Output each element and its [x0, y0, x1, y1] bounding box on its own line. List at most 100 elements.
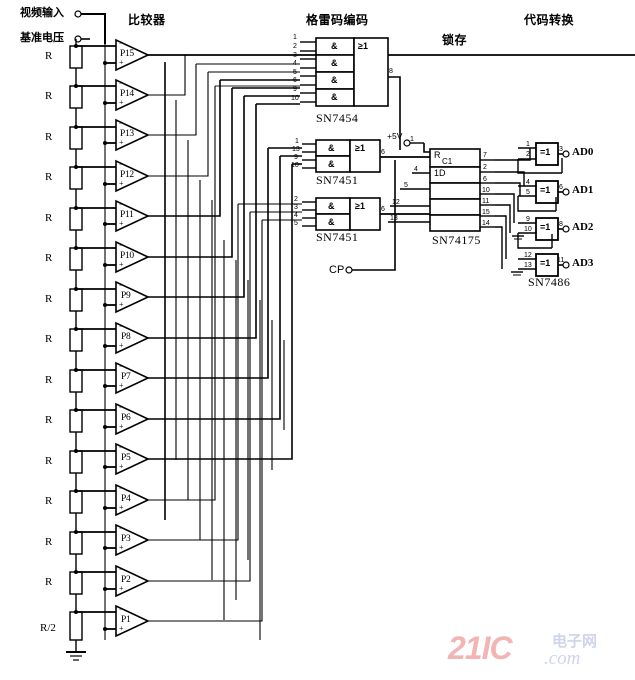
pin-label-74175-5: 5: [404, 182, 408, 189]
xor-symbol-4: =1: [540, 258, 551, 268]
polarity-plus-P14: +: [119, 98, 124, 107]
and-symbol-7451b-1: &: [328, 201, 335, 211]
polarity-plus-P15: +: [119, 58, 124, 67]
polarity-minus-P8: −: [119, 322, 124, 331]
resistor-label-5: R: [45, 212, 53, 224]
input-label-reference-voltage: 基准电压: [20, 32, 64, 44]
input-label-clock: CP: [329, 264, 345, 276]
pin-label-74175-out-2: 7: [483, 152, 487, 159]
comparator-P13: [76, 64, 197, 152]
pin-label-7454-6: 6: [293, 77, 297, 84]
interconnect-bus: [164, 54, 302, 640]
polarity-minus-P15: −: [119, 39, 124, 48]
pin-label-7486-13: 13: [524, 262, 532, 269]
polarity-plus-P11: +: [119, 219, 124, 228]
comparator-P4: [76, 86, 216, 517]
resistor-label-12: R: [45, 495, 53, 507]
comparator-P8: [76, 104, 257, 355]
resistor-label-11: R: [45, 455, 53, 467]
resistor-label-7: R: [45, 293, 53, 305]
chip-name-sn74175: SN74175: [432, 233, 481, 247]
polarity-minus-P9: −: [119, 281, 124, 290]
chip-sn7451-a: [302, 139, 430, 173]
pin-label-7486-5: 5: [526, 189, 530, 196]
polarity-minus-P5: −: [119, 443, 124, 452]
xor-symbol-2: =1: [540, 185, 551, 195]
pin-label-7486-11: 11: [557, 257, 565, 264]
pin-label-74175-reset: 1: [410, 136, 414, 143]
resistor-label-15: R/2: [40, 622, 56, 634]
pin-label-7451a-1: 1: [295, 138, 299, 145]
pin-label-7486-9: 9: [526, 216, 530, 223]
polarity-minus-P13: −: [119, 119, 124, 128]
comparator-label-P3: P3: [121, 534, 131, 544]
pin-label-7454-3: 3: [293, 52, 297, 59]
polarity-plus-P3: +: [119, 543, 124, 552]
comparator-label-P12: P12: [120, 170, 134, 180]
latch-clock-label: C1: [442, 157, 453, 166]
polarity-minus-P10: −: [119, 241, 124, 250]
pin-label-74175-out-6: 6: [483, 176, 487, 183]
section-title-gray-encode: 格雷码编码: [306, 13, 369, 27]
xor-symbol-3: =1: [540, 222, 551, 232]
comparator-label-P7: P7: [121, 372, 131, 382]
pin-label-7486-8: 8: [559, 221, 563, 228]
polarity-minus-P3: −: [119, 524, 124, 533]
polarity-minus-P12: −: [119, 160, 124, 169]
polarity-plus-P1: +: [119, 624, 124, 633]
comparator-P5: [76, 164, 293, 476]
comparator-label-P9: P9: [121, 291, 131, 301]
section-title-code-convert: 代码转换: [524, 13, 575, 27]
xor-symbol-1: =1: [540, 147, 551, 157]
output-label-AD2: AD2: [572, 221, 594, 233]
chip-name-sn7451-b: SN7451: [316, 230, 359, 244]
latch-reset-label: R: [434, 150, 441, 160]
input-terminals: [74, 10, 106, 44]
pin-label-7454-4: 4: [293, 60, 297, 67]
comparator-P12: [76, 72, 209, 193]
output-label-AD1: AD1: [572, 184, 594, 196]
comparator-label-P5: P5: [121, 453, 131, 463]
pin-label-74175-out-11: 11: [482, 198, 490, 205]
polarity-plus-P7: +: [119, 381, 124, 390]
comparator-P11: [76, 80, 221, 233]
polarity-minus-P2: −: [119, 565, 124, 574]
pin-label-7451a-10: 10: [291, 162, 299, 169]
resistor-label-9: R: [45, 374, 53, 386]
resistor-label-4: R: [45, 171, 53, 183]
comparator-P6: [76, 156, 281, 436]
comparator-label-P6: P6: [121, 413, 131, 423]
comparator-P9: [76, 96, 245, 314]
comparator-P10: [76, 88, 233, 274]
chip-sn74175: [388, 139, 495, 232]
and-symbol-7454-4: &: [331, 92, 338, 102]
pin-label-7454-9: 9: [293, 86, 297, 93]
polarity-plus-P2: +: [119, 584, 124, 593]
latch-data-label: 1D: [434, 168, 446, 178]
polarity-plus-P12: +: [119, 179, 124, 188]
or-symbol-7451b: ≥1: [355, 201, 365, 211]
comparator-P14: [76, 55, 186, 112]
comparator-label-P4: P4: [121, 494, 131, 504]
clock-route: [345, 160, 396, 274]
pin-label-7486-3: 3: [559, 146, 563, 153]
pin-label-7486-6: 6: [559, 184, 563, 191]
comparator-label-P13: P13: [120, 129, 134, 139]
comparator-label-P8: P8: [121, 332, 131, 342]
and-symbol-7454-1: &: [331, 41, 338, 51]
and-symbol-7451a-1: &: [328, 143, 335, 153]
pin-label-74175-out-15: 15: [482, 209, 490, 216]
polarity-minus-P14: −: [119, 79, 124, 88]
pin-label-7486-4: 4: [526, 179, 530, 186]
pin-label-74175-4: 4: [414, 166, 418, 173]
watermark-domain: .com: [544, 648, 581, 669]
polarity-plus-P13: +: [119, 138, 124, 147]
pin-label-74175-out-7: 2: [483, 164, 487, 171]
comparator-label-P14: P14: [120, 89, 134, 99]
watermark-brand: 21IC: [448, 630, 513, 666]
resistor-label-2: R: [45, 90, 53, 102]
polarity-plus-P6: +: [119, 422, 124, 431]
pin-label-7454-5: 5: [293, 69, 297, 76]
output-label-AD0: AD0: [572, 146, 594, 158]
